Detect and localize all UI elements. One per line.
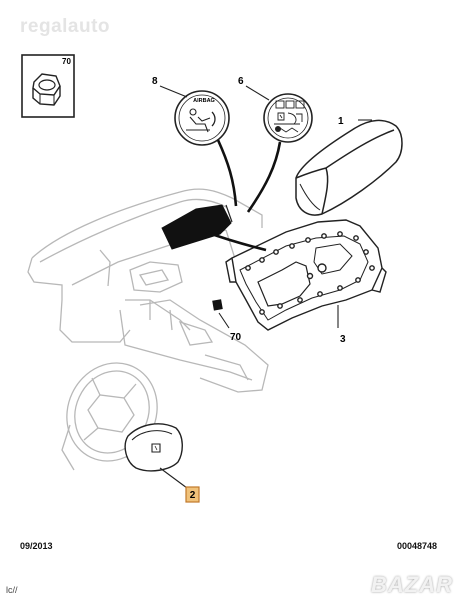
inset-callout-70: 70 xyxy=(62,57,71,66)
diagram-date: 09/2013 xyxy=(20,541,53,551)
leader-lines xyxy=(159,85,372,489)
warning-symbols-icon xyxy=(274,100,305,133)
callout-8: 8 xyxy=(152,76,158,87)
callout-2-highlight: 2 xyxy=(185,486,200,503)
callout-6: 6 xyxy=(238,76,244,87)
watermark-text: regalauto xyxy=(20,16,111,37)
callout-70: 70 xyxy=(230,332,242,343)
airbag-sticker-text: AIRBAG xyxy=(193,98,215,104)
callout-1: 1 xyxy=(338,116,344,127)
part-2-driver-airbag xyxy=(124,423,183,472)
airbag-opening xyxy=(161,204,232,250)
callout-3: 3 xyxy=(340,334,346,345)
callout-2: 2 xyxy=(190,490,196,501)
bazar-watermark-logo: BAZAR xyxy=(371,572,453,597)
seated-child-icon xyxy=(186,108,216,133)
corner-mark: lc// xyxy=(6,585,18,595)
nut-icon xyxy=(32,73,61,106)
warning-dot-icon xyxy=(275,126,281,132)
clip-part-70 xyxy=(212,299,223,311)
dashboard-outline xyxy=(27,188,269,393)
diagram-reference: 00048748 xyxy=(396,541,437,551)
part-1-airbag-cover xyxy=(295,119,403,216)
nut-inset: 70 xyxy=(21,54,75,118)
part-8-airbag-label: AIRBAG xyxy=(174,90,230,146)
part-3-airbag-module xyxy=(225,219,387,331)
sticker-pointer-lines xyxy=(205,139,282,252)
part-6-warning-label xyxy=(263,93,313,143)
